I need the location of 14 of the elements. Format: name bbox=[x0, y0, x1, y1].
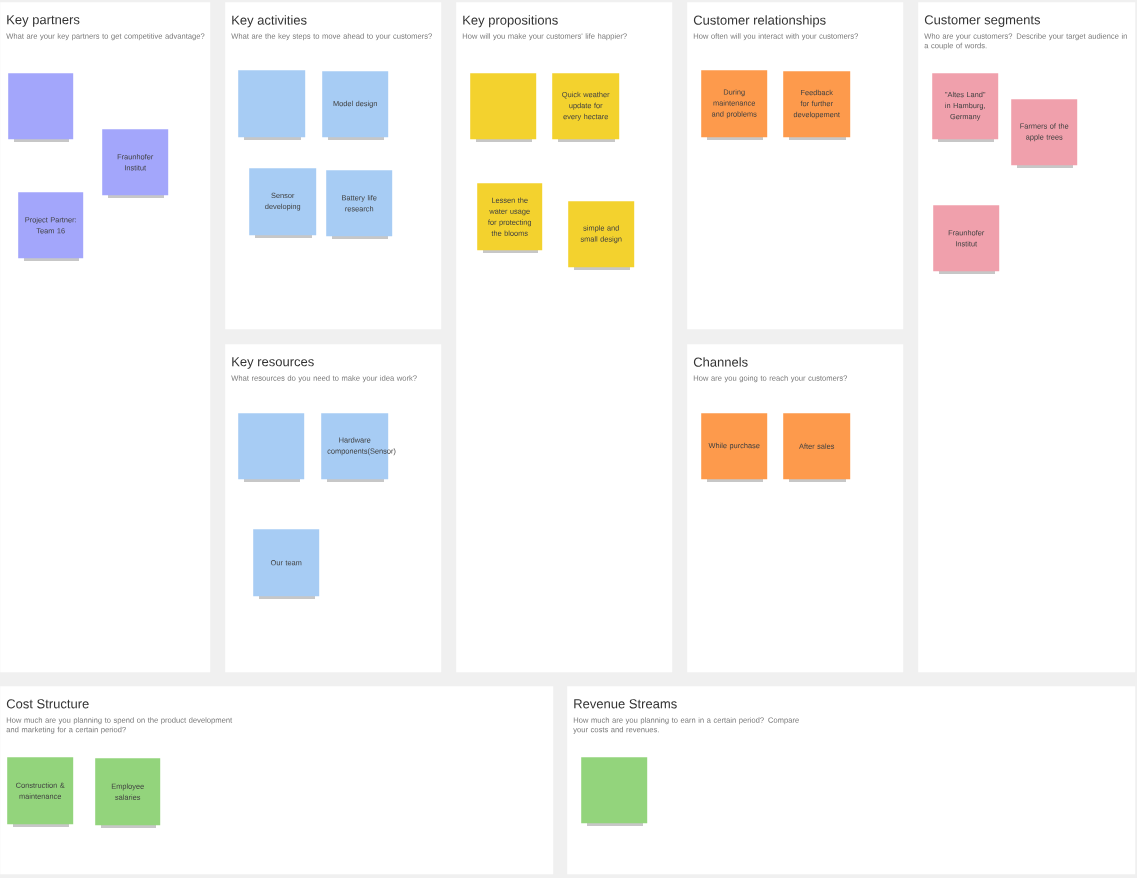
sticky-note bbox=[581, 757, 648, 826]
panel-heading: Key propositions bbox=[463, 15, 558, 28]
panel-heading: Customer segments bbox=[924, 15, 1041, 27]
sticky-note bbox=[238, 413, 305, 482]
panel-heading: Key activities bbox=[232, 15, 307, 28]
panel-heading: Revenue Streams bbox=[574, 699, 677, 709]
sticky-note bbox=[8, 73, 74, 142]
panel-heading: Customer relationships bbox=[693, 15, 826, 28]
sticky-note bbox=[238, 70, 306, 140]
panel-heading: Cost Structure bbox=[6, 699, 89, 709]
sticky-note bbox=[470, 73, 537, 142]
panel-heading: Key partners bbox=[7, 15, 80, 27]
panel-heading: Key resources bbox=[232, 357, 314, 369]
panel-heading: Channels bbox=[693, 357, 748, 367]
